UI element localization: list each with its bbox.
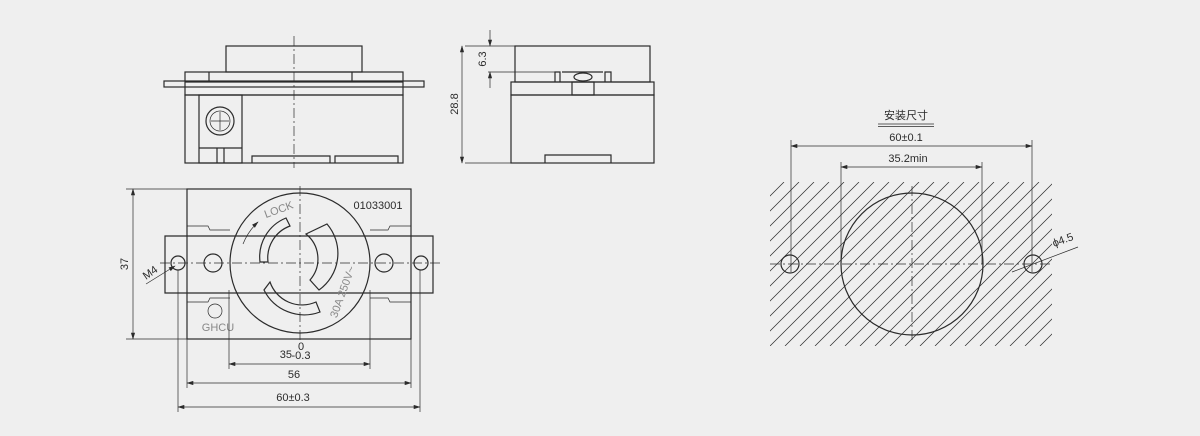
hatch-line [979,273,1052,346]
cutout-dimension: 35.2min [888,153,927,165]
face-view: 01033001 LOCK 30A 250V~ GHCU 37 M4 35 0 … [119,186,440,412]
mounting-title: 安装尺寸 [884,108,928,122]
hatch-line [1055,182,1200,346]
hatch-line [1039,333,1052,346]
mounting-cutout: 安装尺寸 60±0.1 35.2min ϕ4.5 [770,108,1200,346]
side-view-right: 28.8 6.3 [449,30,655,164]
brand-label: GHCU [202,322,234,334]
hole-pitch-dimension: 60±0.1 [889,132,923,144]
hatch-line [770,182,815,227]
hatch-line [1070,182,1200,346]
hatch-line [770,182,785,197]
hatch-line [770,182,845,257]
blade-slot-3 [263,280,321,316]
height-dimension: 37 [119,258,131,270]
hole-diameter-label: ϕ4.5 [1051,231,1075,250]
hole-span-dimension: 56 [288,369,300,381]
hatch-line [919,213,1052,346]
lock-arrow-icon [242,221,259,245]
cutout-hole-left [780,254,800,274]
thread-label: M4 [141,264,160,283]
side-view-front [163,36,425,168]
hatch-line [1009,303,1052,346]
part-number: 01033001 [354,200,403,212]
hatch-line [770,182,905,317]
inner-dimension: 35 [280,349,292,361]
blade-slot-2 [304,223,339,291]
overall-dimension: 60±0.3 [276,392,310,404]
hatch-line [1085,182,1200,346]
hatch-line [994,288,1052,346]
hatch-line [770,182,830,242]
lock-label: LOCK [263,199,296,221]
blade-slot-1 [259,217,291,263]
rating-label: 30A 250V~ [328,264,358,319]
depth-dimension: 28.8 [449,93,461,114]
inner-tol-upper: 0 [298,341,304,353]
brand-logo-icon [207,303,223,319]
inner-tol-lower: -0.3 [292,350,311,362]
hatch-line [770,182,800,212]
terminal-screw-icon [205,106,235,136]
top-dimension: 6.3 [477,51,489,66]
